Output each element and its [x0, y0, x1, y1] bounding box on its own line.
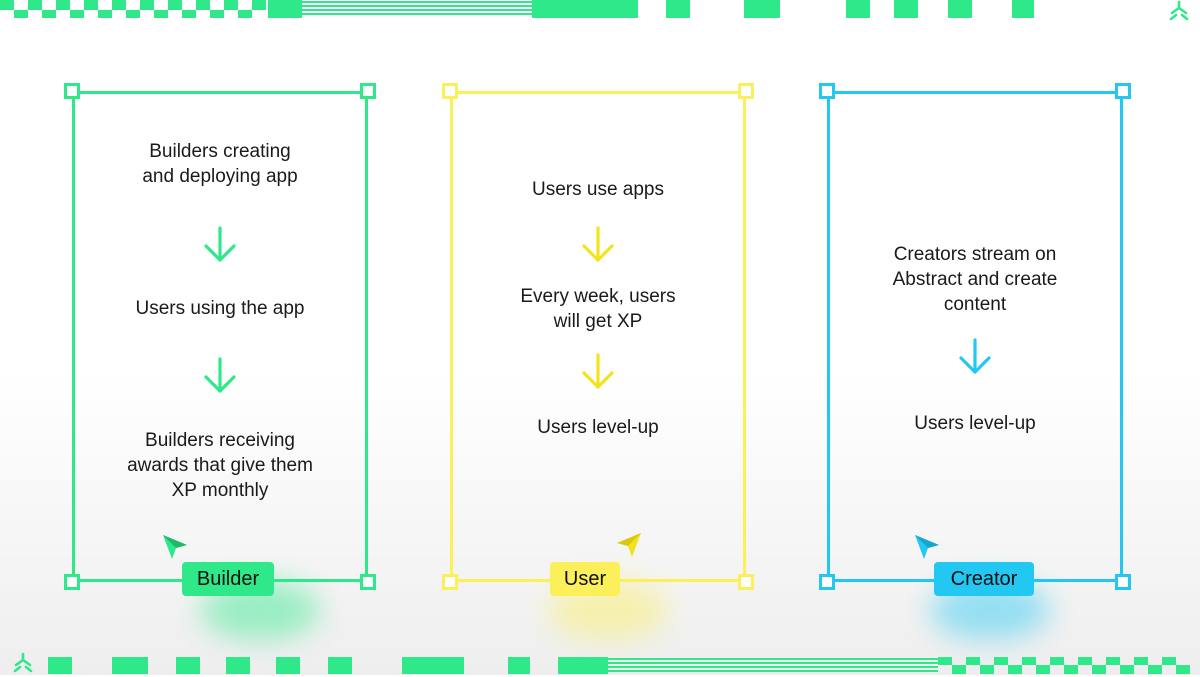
- abstract-logo-icon: [12, 652, 34, 674]
- corner-handle: [1115, 574, 1131, 590]
- creator-card: Creators stream on Abstract and create c…: [819, 83, 1131, 590]
- corner-handle: [64, 574, 80, 590]
- arrow-down-icon: [581, 352, 615, 392]
- arrow-down-icon: [203, 356, 237, 396]
- user-step-1: Users use apps: [531, 179, 664, 200]
- corner-handle: [360, 83, 376, 99]
- pointer-cursor-icon: [614, 530, 644, 560]
- user-step-3: Users level-up: [537, 417, 659, 438]
- builder-step-2: Users using the app: [135, 298, 305, 319]
- pointer-cursor-icon: [160, 532, 190, 562]
- creator-step-1: Creators stream on Abstract and create c…: [892, 244, 1058, 315]
- corner-handle: [738, 83, 754, 99]
- top-decorative-strip: [0, 0, 1034, 18]
- corner-handle: [819, 574, 835, 590]
- user-step-2: Every week, users will get XP: [520, 286, 676, 332]
- builder-step-1: Builders creating and deploying app: [142, 141, 298, 187]
- arrow-down-icon: [958, 337, 992, 377]
- corner-handle: [819, 83, 835, 99]
- corner-handle: [64, 83, 80, 99]
- builder-label: Builder: [182, 562, 274, 596]
- creator-step-2: Users level-up: [914, 413, 1036, 434]
- corner-handle: [442, 574, 458, 590]
- builder-step-3: Builders receiving awards that give them…: [127, 430, 313, 501]
- builder-card: Builders creating and deploying app User…: [64, 83, 376, 590]
- corner-handle: [1115, 83, 1131, 99]
- abstract-logo-icon: [1168, 0, 1190, 22]
- bottom-decorative-strip: [48, 657, 1190, 674]
- corner-handle: [442, 83, 458, 99]
- pointer-cursor-icon: [912, 532, 942, 562]
- corner-handle: [360, 574, 376, 590]
- creator-label: Creator: [934, 562, 1034, 596]
- arrow-down-icon: [581, 225, 615, 265]
- user-card: Users use apps Every week, users will ge…: [442, 83, 754, 590]
- user-label: User: [550, 562, 620, 596]
- arrow-down-icon: [203, 225, 237, 265]
- corner-handle: [738, 574, 754, 590]
